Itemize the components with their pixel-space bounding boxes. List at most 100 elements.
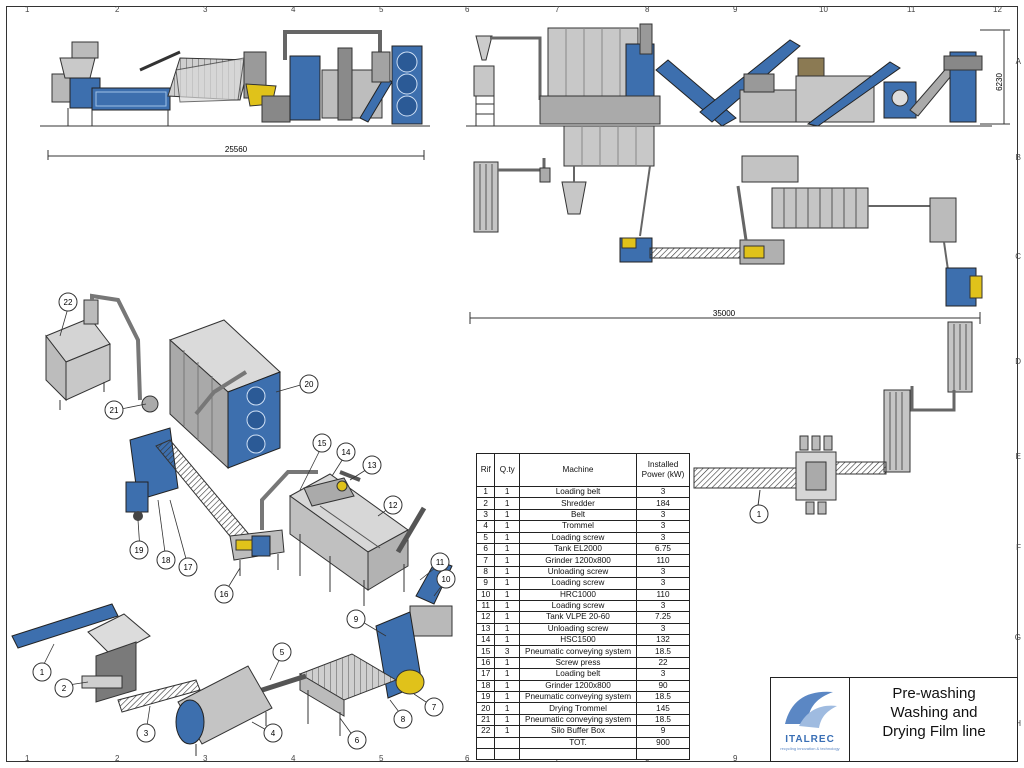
callout-20: 20	[299, 374, 319, 394]
bom-cell-qty: 1	[494, 702, 520, 715]
svg-text:1: 1	[757, 510, 762, 519]
bom-cell-rif: 10	[475, 588, 496, 601]
bom-cell-machine: Grinder 1200x800	[519, 679, 637, 693]
bom-cell-machine: HSC1500	[519, 634, 637, 647]
grid-col-8: 8	[645, 5, 650, 14]
bom-cell-power: 3	[636, 520, 690, 533]
bom-cell-rif: 17	[475, 668, 496, 681]
bom-cell-power: 3	[636, 565, 690, 579]
grid-row-f: F	[1016, 543, 1021, 552]
grid-row-d: D	[1015, 357, 1021, 366]
bom-cell-rif: 19	[475, 691, 496, 704]
callout-19: 19	[129, 540, 149, 560]
callout-1-plan: 1	[749, 504, 769, 524]
bom-header-row: Rif Q.ty Machine Installed Power (kW)	[475, 453, 690, 487]
dimension-side-length: 25560	[225, 145, 248, 154]
callout-11: 11	[430, 552, 450, 572]
callout-5: 5	[272, 642, 292, 662]
bom-cell-qty: 1	[494, 520, 520, 533]
bom-cell-qty: 1	[494, 622, 520, 636]
bom-cell-rif: 8	[475, 565, 496, 579]
bom-cell-rif: 11	[475, 599, 496, 613]
svg-text:6: 6	[355, 736, 360, 745]
svg-text:13: 13	[368, 461, 377, 470]
bom-cell-rif: 1	[475, 485, 496, 499]
plan-view	[469, 125, 983, 515]
bom-cell-power: 90	[636, 679, 690, 693]
svg-text:21: 21	[110, 406, 119, 415]
callout-14: 14	[336, 442, 356, 462]
bom-cell-rif: 9	[475, 577, 496, 590]
svg-text:20: 20	[305, 380, 314, 389]
bom-cell-power: 110	[636, 554, 690, 567]
bom-cell-power: 110	[636, 588, 690, 601]
bom-cell-qty: 1	[494, 554, 520, 567]
bom-cell-power: 3	[636, 577, 690, 590]
drawing-title-line-3: Drying Film line	[882, 723, 986, 740]
bom-cell-rif: 18	[475, 679, 496, 693]
drawing-frame: 1 2 3 4 5 6 7 8 9 10 11 12 1 2 3 4 5 6 7…	[6, 5, 1021, 763]
bom-header-machine: Machine	[519, 453, 637, 487]
bom-cell-power: 7.25	[636, 611, 690, 624]
bom-cell-machine: Loading screw	[519, 577, 637, 590]
bom-cell-machine: Pneumatic conveying system	[519, 691, 637, 704]
grid-col-9: 9	[733, 5, 738, 14]
grid-col-3: 3	[203, 5, 208, 14]
callout-7: 7	[424, 697, 444, 717]
bom-cell-power: 3	[636, 599, 690, 613]
bom-cell-machine: Drying Trommel	[519, 702, 637, 715]
bom-cell-qty: 1	[494, 599, 520, 613]
bom-cell-power: 145	[636, 702, 690, 715]
bom-cell-qty: 1	[494, 531, 520, 544]
bom-cell-machine: Pneumatic conveying system	[519, 645, 637, 658]
bom-cell-rif: 3	[475, 508, 496, 522]
bom-cell-machine: Shredder	[519, 497, 637, 510]
callout-3: 3	[136, 723, 156, 743]
side-elevation-right	[466, 23, 1010, 127]
grid-col-2-bottom: 2	[115, 754, 120, 763]
callout-17: 17	[178, 557, 198, 577]
bom-cell-qty: 1	[494, 668, 520, 681]
bom-cell-machine: Trommel	[519, 520, 637, 533]
callout-4: 4	[263, 723, 283, 743]
callout-12: 12	[383, 495, 403, 515]
svg-text:16: 16	[220, 590, 229, 599]
bom-cell-qty: 1	[494, 691, 520, 704]
bom-cell-rif: 20	[475, 702, 496, 715]
callout-22: 22	[58, 292, 78, 312]
svg-text:11: 11	[436, 558, 445, 567]
bom-cell-power: 18.5	[636, 713, 690, 727]
grid-col-10: 10	[819, 5, 828, 14]
grid-col-1-bottom: 1	[25, 754, 30, 763]
bom-cell-power: 18.5	[636, 691, 690, 704]
grid-col-1: 1	[25, 5, 30, 14]
bom-total-power: 900	[636, 736, 690, 749]
bom-cell-power: 3	[636, 668, 690, 681]
svg-text:3: 3	[144, 729, 149, 738]
callout-6: 6	[347, 730, 367, 750]
bom-header-qty: Q.ty	[494, 453, 520, 487]
bom-cell-qty: 1	[494, 542, 520, 556]
bom-cell-machine: Tank VLPE 20-60	[519, 611, 637, 624]
bom-cell-power: 3	[636, 531, 690, 544]
drawing-title-line-1: Pre-washing	[892, 685, 976, 702]
svg-text:9: 9	[354, 615, 359, 624]
bom-cell-rif: 15	[475, 645, 496, 658]
bom-cell-qty: 1	[494, 679, 520, 693]
bom-cell-qty: 1	[494, 565, 520, 579]
bom-cell-machine: Unloading screw	[519, 565, 637, 579]
